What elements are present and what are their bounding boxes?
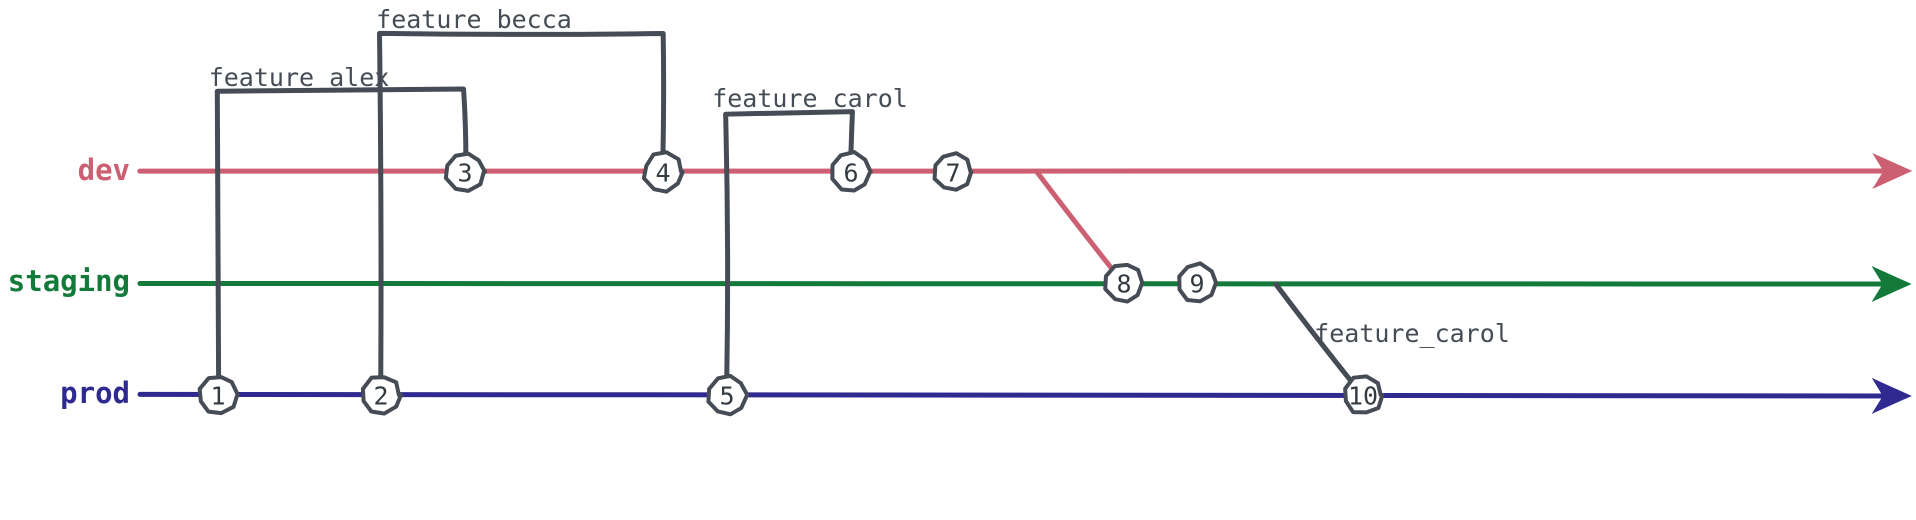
commit-node-5[interactable]: 5: [706, 373, 750, 417]
merge-path-dev-to-staging: [1033, 168, 1126, 286]
lane-line-prod: [137, 377, 1912, 414]
branch-label-feature_carol_dev: feature_carol: [712, 84, 908, 113]
commit-node-label: 3: [457, 159, 472, 188]
commit-node-4[interactable]: 4: [641, 150, 685, 194]
commit-node-ring: [641, 150, 685, 194]
commit-node-label: 10: [1348, 382, 1378, 411]
commit-node-label: 4: [655, 159, 670, 188]
branch-path-feature_becca: [377, 30, 667, 397]
branch-path-feature_alex: [214, 86, 469, 399]
commit-node-10[interactable]: 10: [1343, 374, 1385, 415]
commit-node-fill: [934, 153, 972, 191]
commit-node-3[interactable]: 3: [443, 151, 487, 193]
commit-node-ring: [1343, 374, 1385, 415]
commit-node-fill: [1178, 264, 1216, 302]
commit-node-label: 7: [945, 159, 960, 188]
commit-node-ring: [443, 151, 487, 193]
commit-node-label: 1: [210, 382, 225, 411]
lane-lines-group: [137, 153, 1913, 414]
commit-node-fill: [446, 153, 484, 191]
commit-node-9[interactable]: 9: [1177, 261, 1219, 304]
commit-node-fill: [708, 376, 746, 414]
commit-node-8[interactable]: 8: [1103, 262, 1145, 304]
commit-node-fill: [1344, 376, 1382, 414]
lane-label-prod: prod: [60, 376, 130, 410]
commit-node-ring: [197, 375, 240, 416]
commit-node-ring: [1103, 262, 1145, 304]
commit-node-fill: [362, 376, 400, 414]
branch-label-feature_alex: feature_alex: [209, 63, 390, 92]
commit-node-ring: [1177, 261, 1219, 304]
commit-node-ring: [706, 373, 750, 417]
commit-node-7[interactable]: 7: [932, 151, 974, 192]
commit-node-ring: [360, 375, 404, 416]
commit-node-ring: [932, 151, 974, 192]
commit-node-label: 9: [1189, 270, 1204, 299]
commit-node-ring: [830, 150, 873, 193]
branch-paths-group: [214, 30, 855, 399]
commit-node-fill: [644, 153, 682, 191]
lane-line-dev: [137, 153, 1913, 190]
commit-nodes-group: 1 2 3 4 5 6 7 8 9 10: [197, 150, 1385, 417]
branch-path-feature_carol_dev: [723, 109, 855, 398]
commit-node-fill: [832, 153, 870, 191]
commit-node-fill: [199, 376, 237, 414]
commit-node-fill: [1105, 264, 1143, 302]
commit-node-label: 8: [1116, 270, 1131, 299]
branch-label-feature_becca: feature_becca: [376, 5, 572, 34]
commit-node-2[interactable]: 2: [360, 375, 404, 416]
lane-label-staging: staging: [8, 264, 130, 298]
commit-node-label: 6: [843, 159, 858, 188]
commit-node-label: 5: [719, 382, 734, 411]
merge-label-staging-to-prod: feature_carol: [1314, 319, 1510, 348]
branch-labels-group: feature_alexfeature_beccafeature_carolfe…: [209, 5, 1510, 348]
lane-line-staging: [137, 266, 1912, 303]
lane-label-dev: dev: [78, 153, 130, 187]
commit-node-1[interactable]: 1: [197, 375, 240, 416]
commit-node-6[interactable]: 6: [830, 150, 873, 193]
lane-labels-group: dev staging prod: [8, 153, 130, 410]
commit-node-label: 2: [373, 382, 388, 411]
